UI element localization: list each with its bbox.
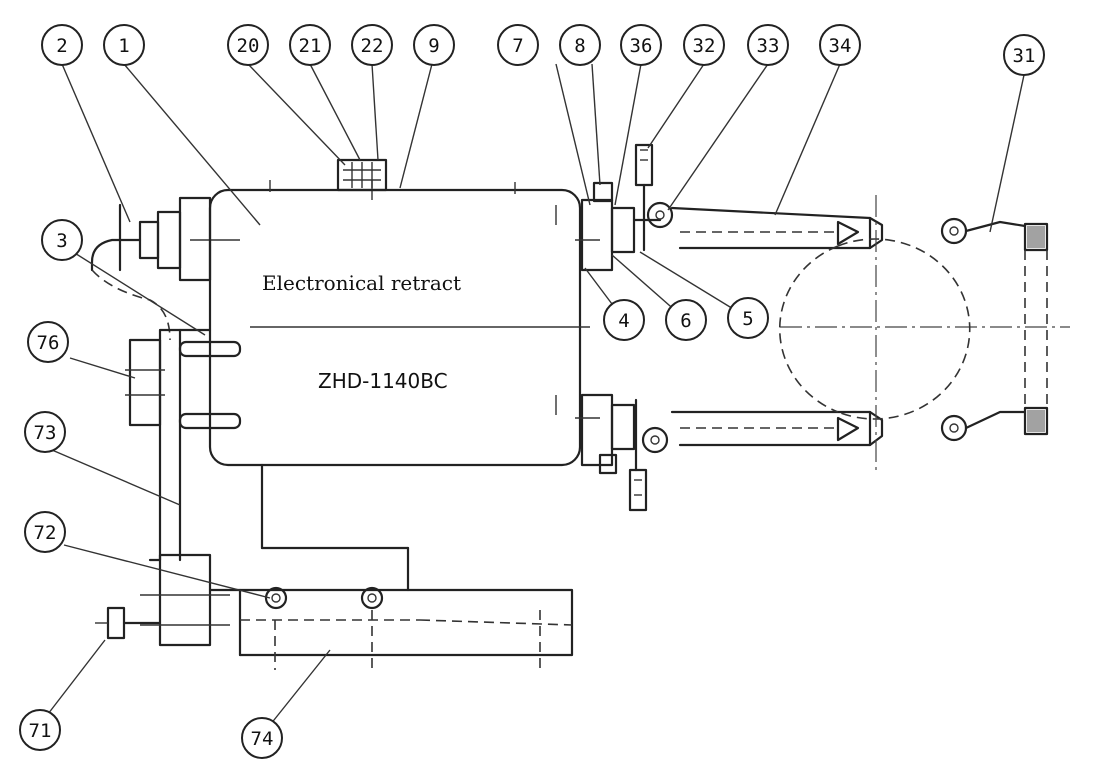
left-connector	[90, 196, 212, 341]
balloon-20: 20	[227, 24, 269, 66]
svg-text:5: 5	[742, 308, 753, 330]
balloon-32: 32	[683, 24, 725, 66]
balloon-1: 1	[103, 24, 145, 66]
part-balloons: 2 1 20 21 22 9 7 8 36 32 33 34 31 3 4 6 …	[19, 24, 1045, 759]
device-title: Electronical retract	[262, 271, 461, 295]
balloon-21: 21	[289, 24, 331, 66]
svg-text:20: 20	[237, 35, 260, 57]
balloon-22: 22	[351, 24, 393, 66]
top-screw	[336, 158, 388, 192]
svg-text:22: 22	[361, 35, 384, 57]
svg-text:1: 1	[118, 35, 129, 57]
balloon-36: 36	[620, 24, 662, 66]
upper-linkage	[575, 143, 674, 272]
brake-pads	[940, 217, 1049, 442]
balloon-76: 76	[27, 321, 69, 363]
balloon-5: 5	[727, 297, 769, 339]
balloon-3: 3	[41, 219, 83, 261]
svg-text:74: 74	[251, 728, 274, 750]
base-plate	[95, 553, 574, 670]
svg-text:72: 72	[34, 522, 57, 544]
svg-text:8: 8	[574, 35, 585, 57]
mounting-bracket	[125, 328, 410, 592]
lower-arm	[670, 410, 884, 447]
balloon-72: 72	[24, 511, 66, 553]
svg-text:4: 4	[618, 310, 629, 332]
svg-text:9: 9	[428, 35, 439, 57]
balloon-31: 31	[1003, 34, 1045, 76]
svg-text:7: 7	[512, 35, 523, 57]
svg-text:3: 3	[56, 230, 67, 252]
svg-text:76: 76	[37, 332, 60, 354]
svg-text:31: 31	[1013, 45, 1036, 67]
balloon-6: 6	[665, 299, 707, 341]
balloon-33: 33	[747, 24, 789, 66]
svg-text:6: 6	[680, 310, 691, 332]
actuator-body	[190, 180, 1070, 467]
device-model: ZHD-1140BC	[318, 369, 448, 393]
balloon-4: 4	[603, 299, 645, 341]
balloon-8: 8	[559, 24, 601, 66]
svg-text:71: 71	[29, 720, 52, 742]
balloon-7: 7	[497, 24, 539, 66]
svg-text:32: 32	[693, 35, 716, 57]
disc-outline	[778, 195, 971, 470]
lower-linkage	[575, 393, 669, 512]
svg-text:73: 73	[34, 422, 57, 444]
leader-lines	[44, 63, 1025, 736]
svg-text:21: 21	[299, 35, 322, 57]
balloon-71: 71	[19, 709, 61, 751]
upper-arm	[670, 206, 884, 250]
balloon-73: 73	[24, 411, 66, 453]
svg-text:34: 34	[829, 35, 852, 57]
balloon-74: 74	[241, 717, 283, 759]
svg-text:36: 36	[630, 35, 653, 57]
svg-text:33: 33	[757, 35, 780, 57]
balloon-9: 9	[413, 24, 455, 66]
balloon-2: 2	[41, 24, 83, 66]
svg-text:2: 2	[56, 35, 67, 57]
balloon-34: 34	[819, 24, 861, 66]
